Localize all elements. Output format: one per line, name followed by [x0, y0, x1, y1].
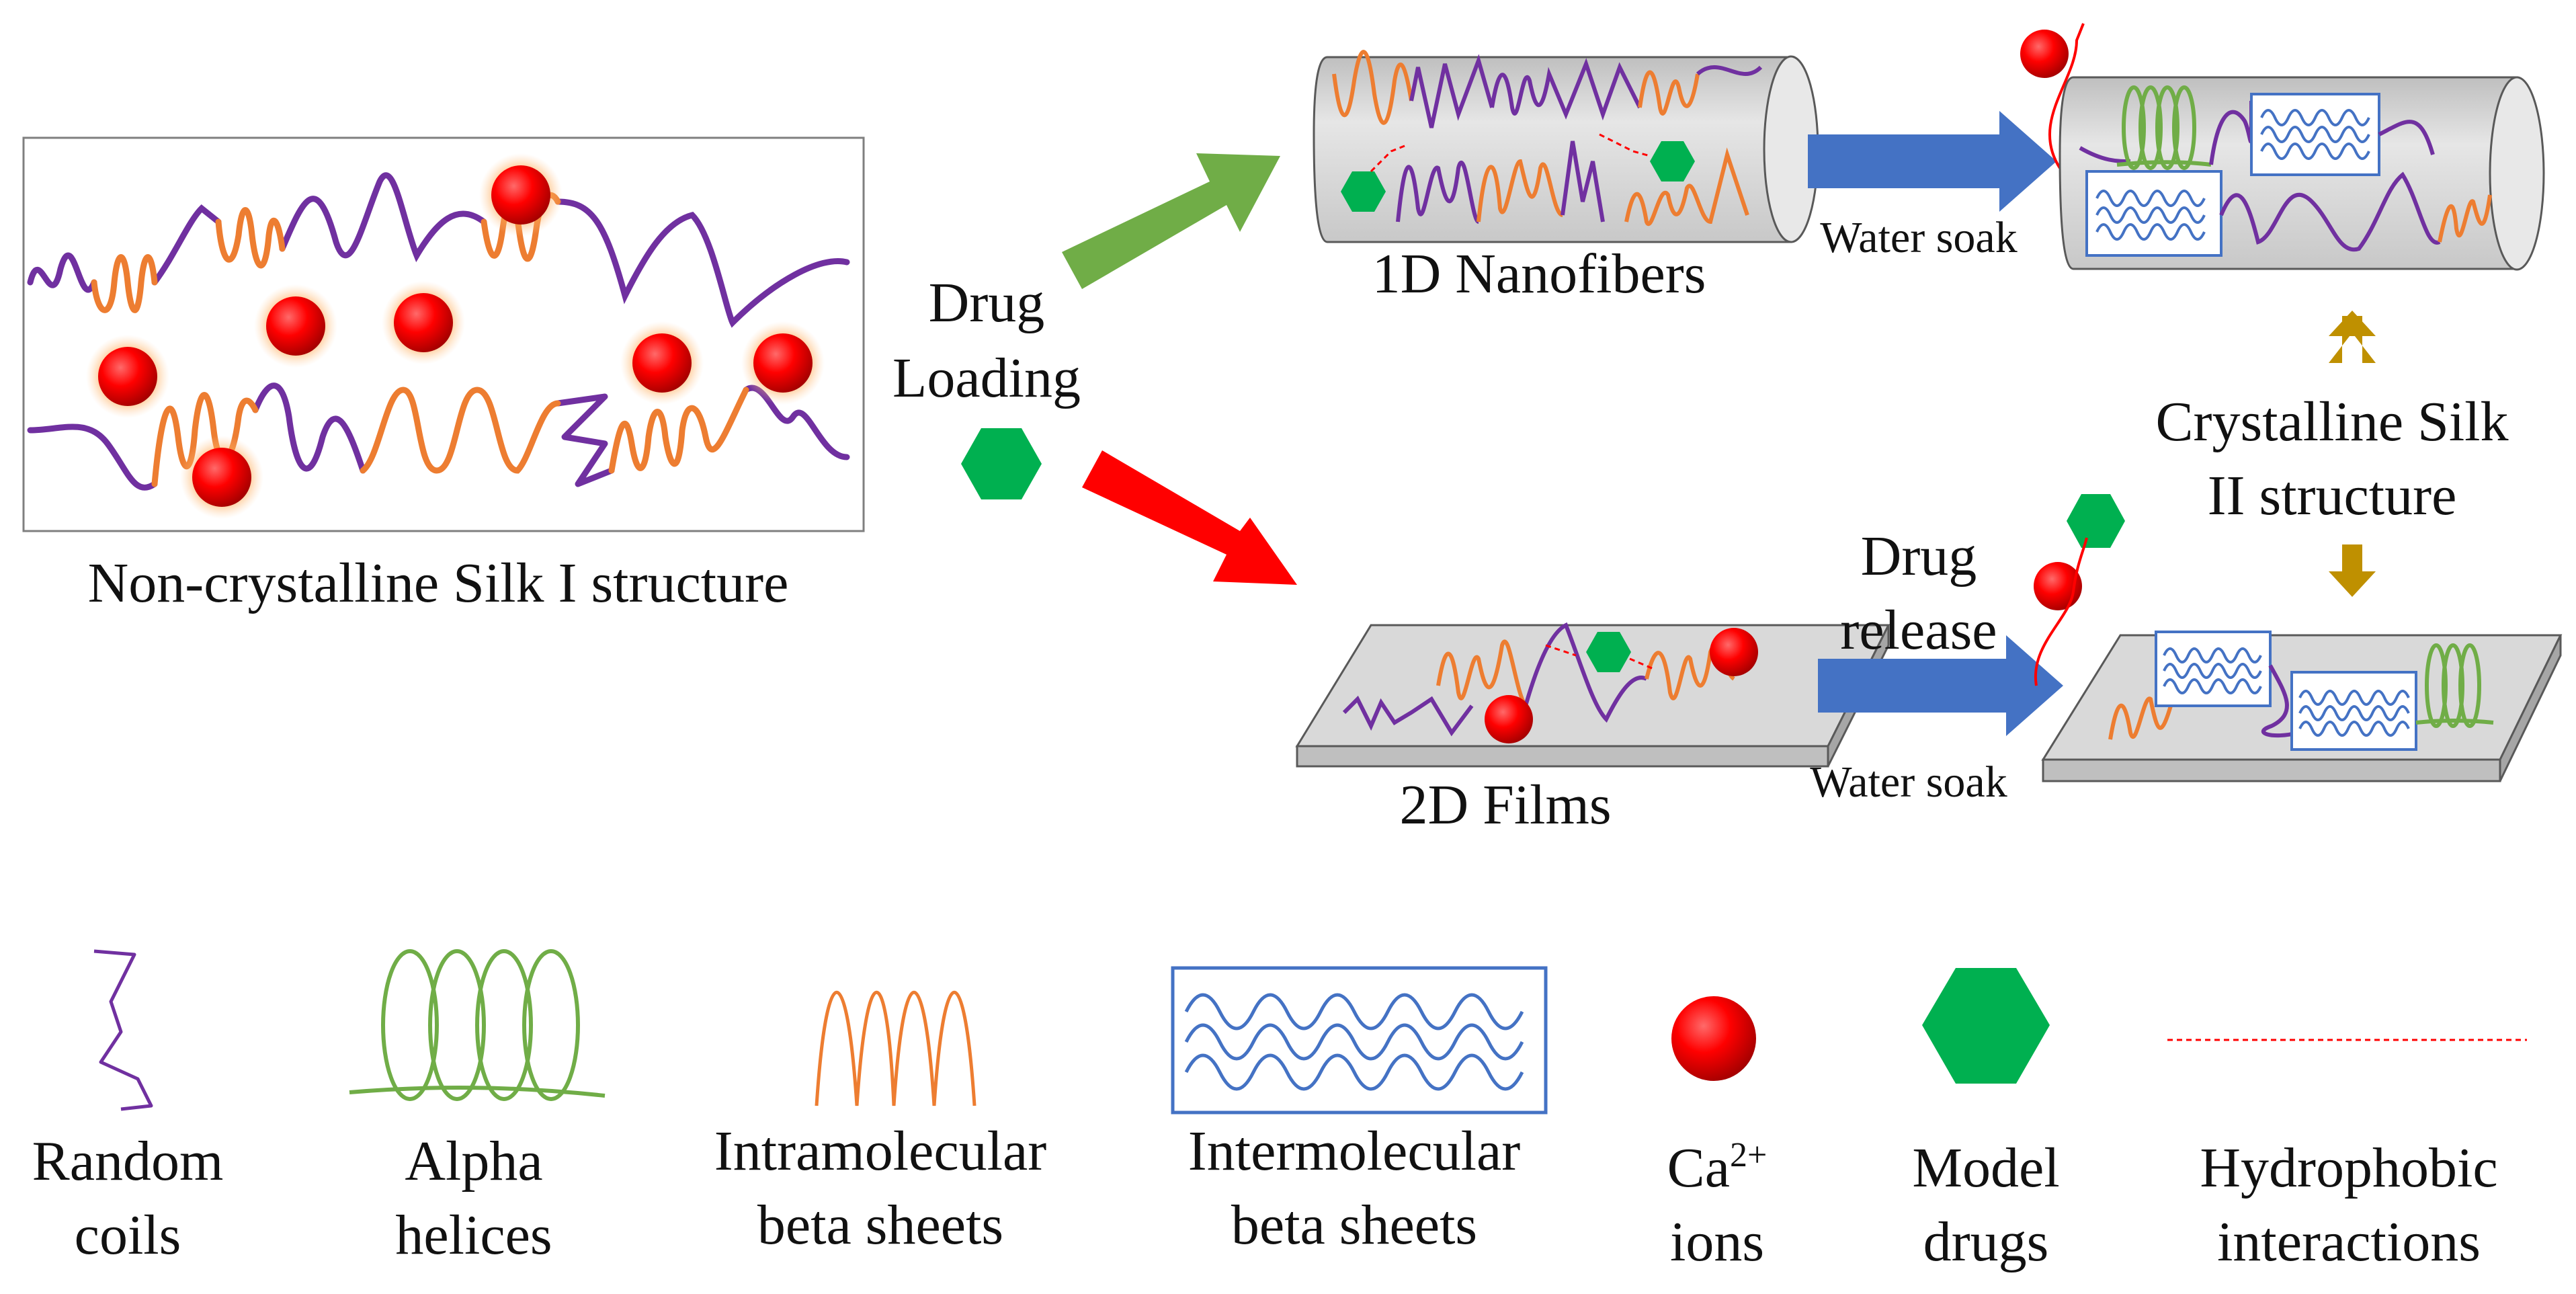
model-drug	[1341, 171, 1386, 212]
red-arrow	[1082, 450, 1297, 585]
hydrophobic-interaction	[1370, 143, 1409, 173]
nanofiber-tube	[1313, 50, 1819, 243]
gold-arrow-up	[2329, 316, 2376, 363]
gold-arrow-up-head	[2329, 311, 2376, 336]
random-coil-icon	[93, 949, 153, 1111]
legend-intra-line2: beta sheets	[757, 1194, 1003, 1256]
intermolecular-beta-sheet-icon	[1171, 966, 1548, 1115]
blue-arrow-bottom	[1818, 635, 2063, 736]
calcium-ion	[620, 321, 704, 405]
calcium-ion	[479, 153, 563, 237]
blue-arrow-top	[1808, 111, 2056, 212]
legend-drug-line2: drugs	[1923, 1211, 2049, 1273]
legend-calcium-line2: ions	[1670, 1211, 1764, 1273]
legend-calcium-superscript: 2+	[1730, 1136, 1767, 1174]
silk2-label-line1: Crystalline Silk	[2156, 391, 2509, 453]
nanofibers-label: 1D Nanofibers	[1372, 243, 1706, 305]
calcium-ion-icon	[1671, 996, 1756, 1081]
legend-calcium-line1: Ca2+	[1667, 1136, 1768, 1199]
drug-loading-label-line1: Drug	[929, 272, 1045, 334]
random-coil	[554, 393, 615, 487]
hydrophobic-interaction	[1599, 133, 1651, 157]
calcium-ion	[254, 284, 337, 368]
random-coil	[554, 198, 850, 328]
random-coil	[252, 382, 366, 474]
silk1-label: Non-crystalline Silk I structure	[88, 552, 789, 614]
random-coil	[279, 172, 487, 263]
legend-alpha-line1: Alpha	[405, 1130, 542, 1192]
drug-release-label-line1: Drug	[1861, 525, 1977, 588]
drug-release-label-line2: release	[1840, 599, 1997, 661]
hydrophobic-interaction	[1545, 644, 1577, 657]
model-drug-icon	[961, 428, 1042, 499]
legend-random-line1: Random	[32, 1130, 224, 1192]
random-coil	[27, 252, 97, 293]
random-coil	[27, 423, 158, 491]
gold-arrow-down	[2329, 544, 2376, 597]
legend-inter-line2: beta sheets	[1231, 1194, 1477, 1256]
legend-intra-line1: Intramolecular	[714, 1120, 1046, 1182]
model-drug	[1650, 141, 1695, 181]
intramolecular-beta-sheet	[215, 207, 286, 269]
released-calcium-ion	[2034, 562, 2082, 610]
calcium-ion	[180, 436, 263, 519]
drug-loading-label-line2: Loading	[892, 347, 1081, 409]
silk2-label-line2: II structure	[2208, 464, 2457, 527]
films-label: 2D Films	[1399, 774, 1611, 836]
water-soak-bottom-label: Water soak	[1810, 758, 2007, 807]
film-slab	[1295, 622, 1891, 768]
calcium-ion	[1710, 628, 1758, 676]
random-coil	[151, 204, 222, 286]
green-arrow	[1062, 153, 1280, 289]
silk1-panel	[22, 136, 865, 532]
released-calcium-ion	[2020, 30, 2069, 78]
legend-hydrophobic-line2: interactions	[2217, 1211, 2481, 1273]
calcium-ion	[741, 321, 825, 405]
model-drug	[1586, 632, 1631, 672]
intramolecular-beta-sheet	[91, 254, 158, 313]
calcium-ion	[1485, 695, 1533, 743]
hydrophobic-interaction	[1629, 657, 1654, 670]
legend: Random coils Alpha helices Intramolecula…	[32, 949, 2527, 1273]
intramolecular-beta-sheet	[360, 387, 561, 474]
calcium-ion	[86, 335, 169, 418]
intramolecular-beta-sheet-icon	[815, 990, 977, 1106]
alpha-helix	[2415, 643, 2494, 728]
legend-inter-line1: Intermolecular	[1188, 1120, 1520, 1182]
legend-alpha-line2: helices	[395, 1204, 552, 1266]
alpha-helix-icon	[349, 949, 606, 1101]
released-model-drug	[2067, 494, 2125, 548]
silk2-tube	[2059, 76, 2545, 271]
legend-drug-line1: Model	[1912, 1137, 2059, 1199]
intramolecular-beta-sheet	[151, 392, 259, 487]
model-drug-icon	[1922, 968, 2050, 1084]
water-soak-top-label: Water soak	[1820, 213, 2017, 262]
alpha-helix	[2116, 85, 2212, 170]
silk2-film	[2041, 631, 2563, 782]
legend-random-line2: coils	[75, 1204, 181, 1266]
calcium-ion	[382, 281, 465, 364]
intermolecular-beta-sheet	[2085, 170, 2222, 257]
intermolecular-beta-sheet	[2290, 671, 2417, 751]
legend-hydrophobic-line1: Hydrophobic	[2200, 1137, 2497, 1199]
intramolecular-beta-sheet	[608, 387, 749, 474]
